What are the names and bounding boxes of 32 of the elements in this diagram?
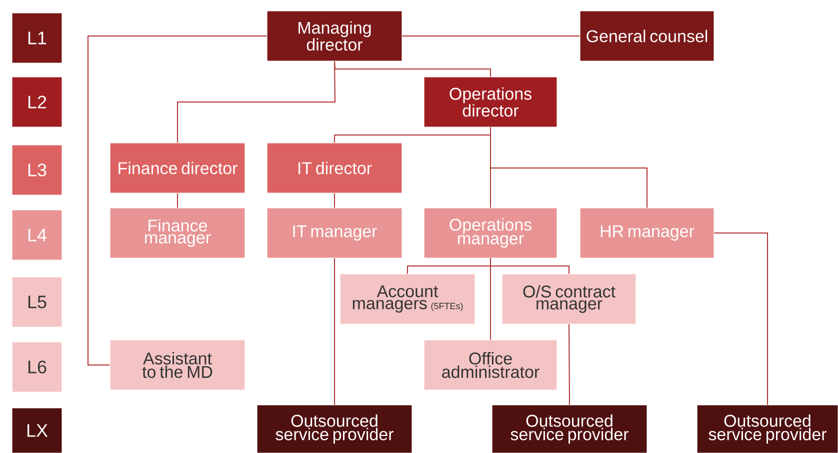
role-box: Managing director	[266, 10, 402, 62]
connector-line	[490, 126, 648, 208]
provider-box: Outsourced service provider	[492, 404, 648, 453]
connector-line	[490, 258, 491, 340]
role-box: HR manager	[580, 208, 714, 258]
connector-line	[88, 36, 268, 366]
connector-line	[334, 192, 335, 208]
connector-line	[177, 60, 336, 144]
role-box: IT manager	[266, 208, 402, 258]
role-box: Operations manager	[424, 208, 558, 258]
level-box: L4	[12, 210, 62, 260]
level-box: L6	[12, 342, 62, 392]
role-box: Office administrator	[424, 340, 558, 390]
level-box: LX	[12, 408, 62, 453]
level-box: L2	[12, 76, 62, 128]
connector-line	[714, 232, 768, 406]
role-box: O/S contract manager	[502, 274, 636, 324]
connector-line	[334, 258, 335, 406]
role-box: General counsel	[580, 10, 714, 62]
connector-line	[568, 324, 570, 406]
provider-box: Outsourced service provider	[696, 404, 838, 453]
level-box: L5	[12, 276, 62, 328]
connector-line	[177, 192, 178, 208]
level-box: L3	[12, 144, 62, 196]
role-box: IT director	[266, 142, 402, 194]
role-box: Operations director	[424, 76, 558, 128]
role-box: Finance director	[110, 142, 246, 194]
role-box: Account managers (5FTEs)	[340, 274, 476, 324]
provider-box: Outsourced service provider	[256, 404, 412, 453]
level-box: L1	[12, 12, 62, 64]
role-box: Finance manager	[110, 208, 246, 258]
role-box: Assistant to the MD	[110, 340, 246, 390]
